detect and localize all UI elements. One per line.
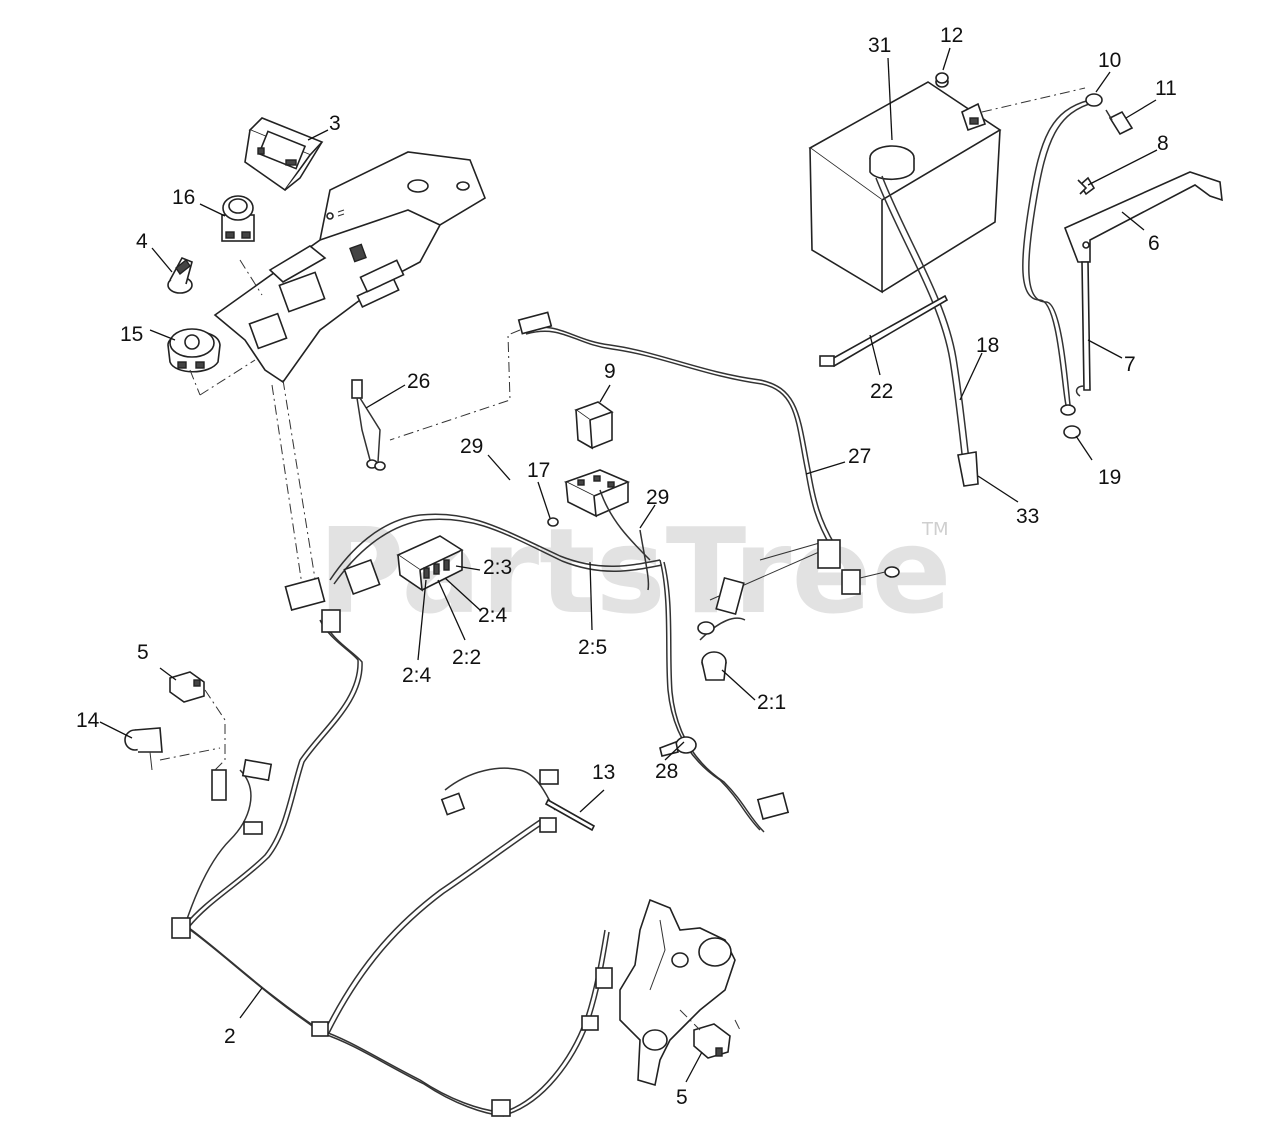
callout-17: 17 <box>527 459 550 482</box>
hold-down-rod <box>1075 261 1091 397</box>
callout-22: 22 <box>870 380 893 403</box>
callout-12: 12 <box>940 24 963 47</box>
callout-2-5: 2:5 <box>578 636 607 659</box>
callout-29-right: 29 <box>646 486 669 509</box>
callout-6: 6 <box>1148 232 1160 255</box>
watermark-trademark: TM <box>921 519 949 540</box>
callout-31: 31 <box>868 34 891 57</box>
main-harness <box>184 326 836 1117</box>
leader-lines <box>99 47 1158 1083</box>
callout-11: 11 <box>1155 77 1177 100</box>
relay-socket <box>563 469 631 518</box>
callout-33: 33 <box>1016 505 1039 528</box>
callout-9: 9 <box>604 360 616 383</box>
dash-panel <box>213 151 486 384</box>
callout-28: 28 <box>655 760 678 783</box>
relay <box>574 401 614 450</box>
callout-7: 7 <box>1124 353 1136 376</box>
fuse-holder <box>351 379 386 471</box>
harness-tie <box>539 798 596 833</box>
callout-19: 19 <box>1098 466 1121 489</box>
cable-tie <box>819 294 949 368</box>
callout-2-4-right: 2:4 <box>478 604 508 627</box>
callout-10: 10 <box>1098 49 1121 72</box>
callout-5-upper: 5 <box>137 641 149 664</box>
callout-5-lower: 5 <box>676 1086 688 1109</box>
wing-nut <box>1077 176 1096 196</box>
callout-2: 2 <box>224 1025 236 1048</box>
pedal-bracket <box>619 898 736 1087</box>
battery-cable-positive <box>875 177 967 486</box>
battery <box>808 76 1002 294</box>
callout-labels: 31 12 10 11 8 6 3 16 4 15 26 9 22 18 7 1… <box>76 24 1177 1109</box>
push-button <box>221 195 255 242</box>
fuse-block <box>396 535 464 592</box>
cable-boot <box>957 451 979 487</box>
brake-switch <box>693 1023 731 1059</box>
terminal-nut <box>935 72 949 84</box>
reverse-switch <box>124 727 221 771</box>
callout-15: 15 <box>120 323 143 346</box>
callout-4: 4 <box>136 230 148 253</box>
callout-14: 14 <box>76 709 100 732</box>
ignition-switch <box>167 328 221 373</box>
callout-13: 13 <box>592 761 615 784</box>
relay-nut <box>547 517 559 527</box>
callout-29-left: 29 <box>460 435 483 458</box>
callout-26: 26 <box>407 370 430 393</box>
washer <box>1063 425 1081 439</box>
callout-2-1: 2:1 <box>757 691 786 714</box>
callout-27: 27 <box>848 445 871 468</box>
callout-2-3: 2:3 <box>483 556 512 579</box>
display-module <box>244 117 324 192</box>
callout-2-4-left: 2:4 <box>402 664 432 687</box>
ignition-key <box>167 256 193 294</box>
callout-16: 16 <box>172 186 195 209</box>
battery-cable-negative <box>1022 99 1091 406</box>
harness-grommet <box>701 651 727 681</box>
seat-switch <box>169 671 205 703</box>
callout-18: 18 <box>976 334 999 357</box>
callout-3: 3 <box>329 112 341 135</box>
harness-connectors <box>171 311 900 1117</box>
callout-2-2: 2:2 <box>452 646 481 669</box>
callout-8: 8 <box>1157 132 1169 155</box>
bolt <box>1105 109 1134 136</box>
